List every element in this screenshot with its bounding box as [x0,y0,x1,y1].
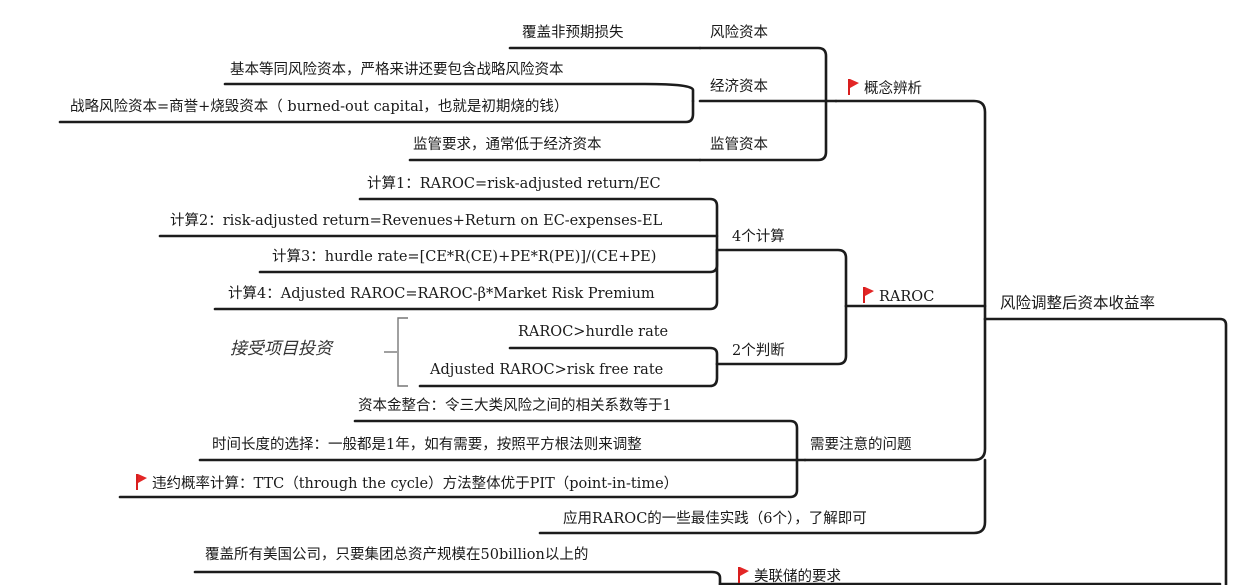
calc-item-3[interactable]: 计算3：hurdle rate=[CE*R(CE)+PE*R(PE)]/(CE+… [272,249,657,265]
line-econ-detail-1 [223,82,695,103]
line-calc-1 [358,197,719,252]
judge-item-1[interactable]: RAROC>hurdle rate [518,324,669,340]
connector-concepts [834,99,987,321]
branch-raroc[interactable]: RAROC [862,287,934,305]
issue-item-1[interactable]: 资本金整合：令三大类风险之间的相关系数等于1 [358,398,672,414]
line-issue-3 [118,458,799,499]
line-issue-1 [353,419,799,462]
branch-concepts[interactable]: 概念辨析 [847,79,922,97]
issue-item-3-label: 违约概率计算：TTC（through the cycle）方法整体优于PIT（p… [152,476,679,492]
red-flag-icon [737,567,749,583]
detail-reg-capital[interactable]: 监管要求，通常低于经济资本 [413,137,602,153]
line-judge-1 [508,346,719,366]
red-flag-icon [862,287,874,303]
connector-judge [715,304,848,366]
connector-issues [803,317,987,462]
line-calc-4 [213,248,719,311]
detail-risk-capital[interactable]: 覆盖非预期损失 [522,25,624,41]
connector-reg-capital [698,99,828,162]
branch-concepts-label: 概念辨析 [864,81,922,97]
judge-item-2[interactable]: Adjusted RAROC>risk free rate [430,362,664,378]
bracket-note: 接受项目投资 [230,339,332,359]
calc-item-4[interactable]: 计算4：Adjusted RAROC=RAROC-β*Market Risk P… [228,286,655,302]
red-flag-icon [135,474,147,490]
subtopic-judge[interactable]: 2个判断 [732,343,785,359]
connector-root [983,317,1228,585]
subtopic-calc[interactable]: 4个计算 [732,229,785,245]
detail-econ-capital-1[interactable]: 基本等同风险资本，严格来讲还要包含战略风险资本 [230,62,564,78]
branch-raroc-label: RAROC [879,289,935,305]
red-flag-icon [847,79,859,95]
detail-econ-capital-2[interactable]: 战略风险资本=商誉+烧毁资本（ burned-out capital，也就是初期… [70,99,569,115]
branch-fed[interactable]: 美联储的要求 [737,567,841,585]
bracket-judge [397,317,408,387]
connector-practice [538,458,987,535]
calc-item-1[interactable]: 计算1：RAROC=risk-adjusted return/EC [367,176,661,192]
root-topic[interactable]: 风险调整后资本收益率 [1000,294,1156,312]
connector-calc [715,248,848,308]
fed-item-1[interactable]: 覆盖所有美国公司，只要集团总资产规模在50billion以上的 [205,547,589,563]
line-econ-detail-2 [58,99,695,124]
topic-reg-capital[interactable]: 监管资本 [710,137,768,153]
issue-item-2[interactable]: 时间长度的选择：一般都是1年，如有需要，按照平方根法则来调整 [212,437,642,453]
calc-item-2[interactable]: 计算2：risk-adjusted return=Revenues+Return… [170,213,663,229]
branch-fed-label: 美联储的要求 [754,569,841,585]
branch-issues[interactable]: 需要注意的问题 [810,437,912,453]
branch-practice[interactable]: 应用RAROC的一些最佳实践（6个），了解即可 [563,511,867,527]
connector-risk-capital [698,46,828,103]
topic-risk-capital[interactable]: 风险资本 [710,25,768,41]
line-judge-2 [418,362,719,388]
topic-econ-capital[interactable]: 经济资本 [710,79,768,95]
line-fed-detail [193,570,722,585]
issue-item-3[interactable]: 违约概率计算：TTC（through the cycle）方法整体优于PIT（p… [135,474,678,492]
